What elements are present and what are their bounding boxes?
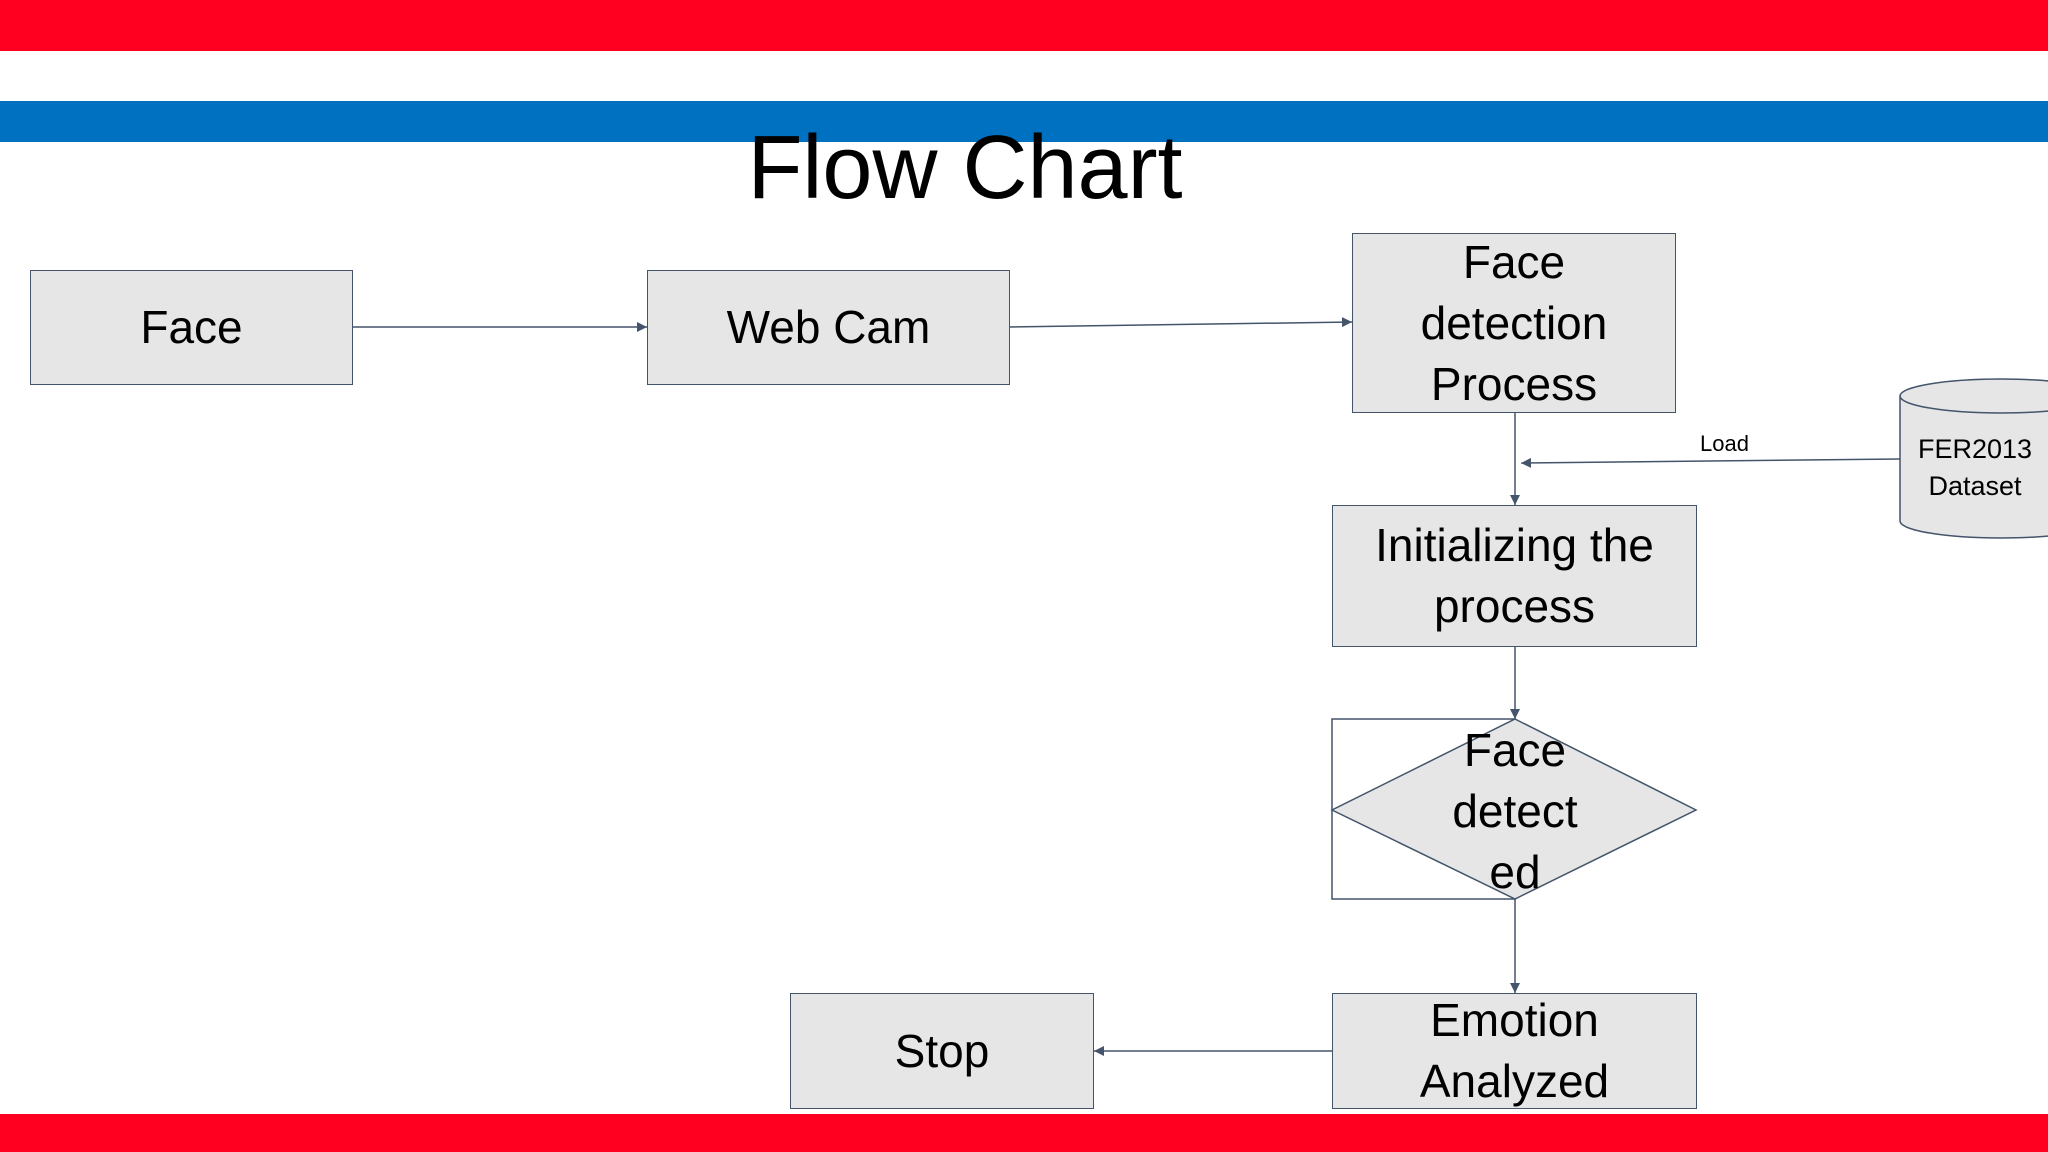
node-face-detection-line-3: Process xyxy=(1430,357,1598,410)
node-face-detected: Face detect ed xyxy=(1400,720,1630,903)
node-face-detected-line-2: detect xyxy=(1452,785,1578,837)
node-stop-label: Stop xyxy=(894,1024,990,1077)
decision-diamond xyxy=(1330,718,1698,900)
slide-title: Flow Chart xyxy=(747,118,1183,218)
node-face-label: Face xyxy=(140,301,243,353)
node-dataset-label: FER2013 Dataset xyxy=(1900,431,2048,505)
node-webcam: Web Cam xyxy=(647,270,1010,385)
node-emotion-line-1: Emotion xyxy=(1430,994,1599,1046)
top-red-stripe xyxy=(0,0,2048,51)
node-stop: Stop xyxy=(790,993,1094,1109)
blue-stripe xyxy=(0,101,2048,142)
node-face-detected-line-1: Face xyxy=(1463,724,1567,776)
node-initializing-line-1: Initializing the xyxy=(1375,519,1654,571)
node-initializing: Initializing the process xyxy=(1332,505,1697,647)
node-face-detection: Face detection Process xyxy=(1352,233,1676,413)
node-face-detection-line-2: detection xyxy=(1420,296,1608,349)
node-webcam-label: Web Cam xyxy=(726,301,931,353)
node-initializing-line-2: process xyxy=(1433,580,1596,632)
bottom-red-stripe xyxy=(0,1114,2048,1152)
node-dataset-line-2: Dataset xyxy=(1928,471,2022,501)
edge-label-load: Load xyxy=(1700,431,1749,456)
node-dataset-line-1: FER2013 xyxy=(1917,434,2033,464)
dataset-cylinder xyxy=(1899,378,2048,539)
node-emotion-analyzed: Emotion Analyzed xyxy=(1332,993,1697,1109)
arrow-dataset-load xyxy=(1520,457,1901,468)
node-emotion-line-2: Analyzed xyxy=(1419,1055,1610,1107)
arrow-webcam-to-detection xyxy=(1009,317,1353,328)
node-face-detection-line-1: Face xyxy=(1462,235,1566,288)
node-face-detected-line-3: ed xyxy=(1489,846,1541,898)
node-face: Face xyxy=(30,270,353,385)
